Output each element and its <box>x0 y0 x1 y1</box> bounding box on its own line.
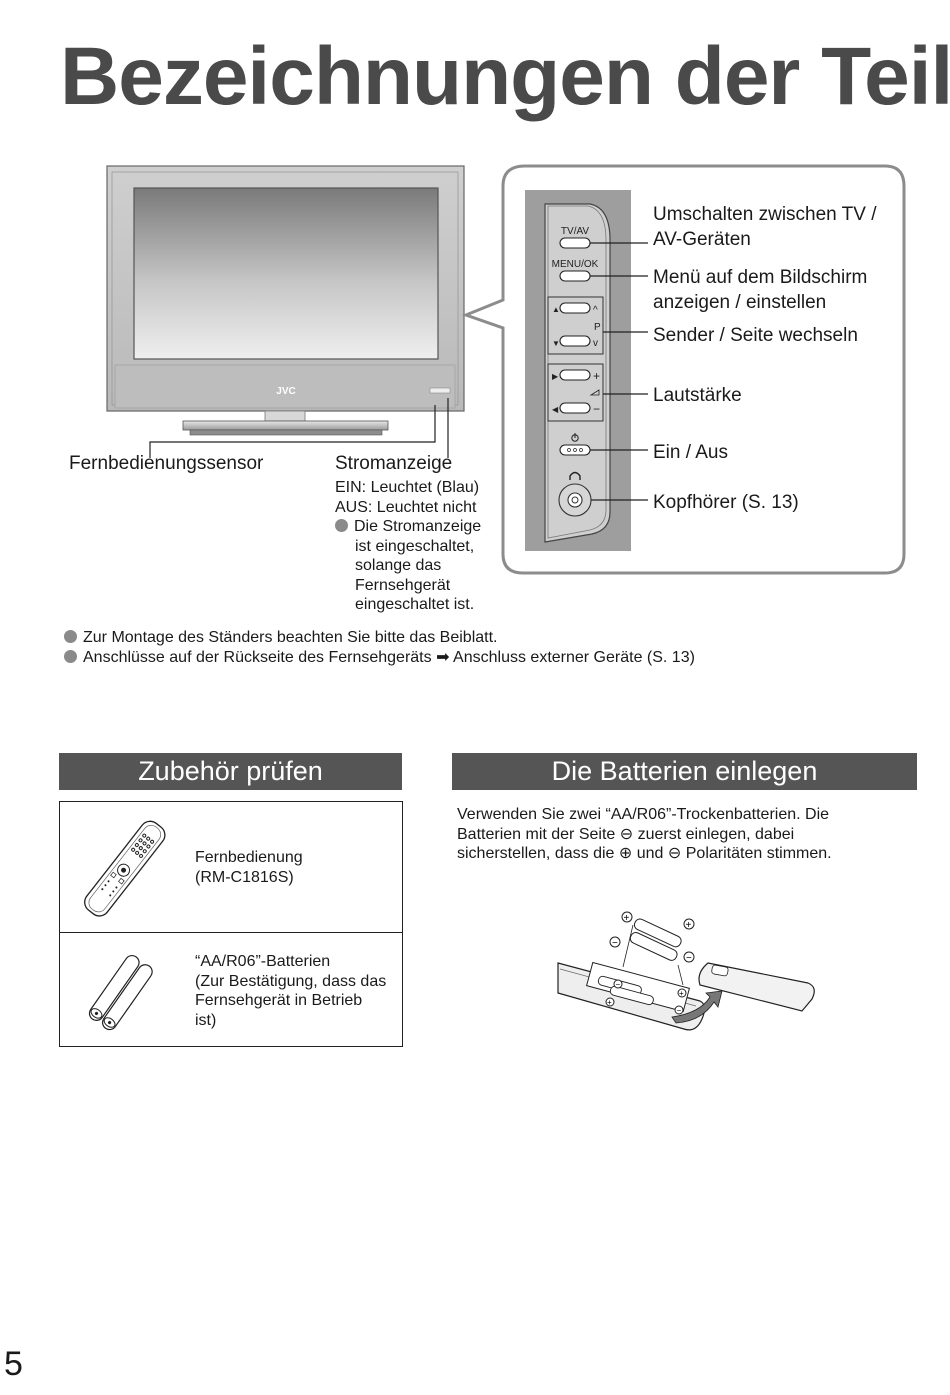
tvav-button <box>559 237 591 249</box>
volume-up-button <box>559 369 591 381</box>
page-number: 5 <box>4 1345 23 1383</box>
svg-text:−: − <box>677 1006 682 1015</box>
accessory-remote-text: Fernbedienung (RM-C1816S) <box>195 849 303 886</box>
volume-label: Lautstärke <box>653 385 742 406</box>
accessories-table: Fernbedienung (RM-C1816S) “AA/R06”-Batte… <box>59 801 403 1047</box>
tv-illustration: JVC <box>106 165 465 458</box>
power-indicator-title: Stromanzeige <box>335 453 453 474</box>
bullet-icon <box>64 650 77 663</box>
menu-label: Menü auf dem Bildschirm anzeigen / einst… <box>653 267 868 313</box>
battery-insertion-illustration: − + + − + − + − <box>557 911 815 1031</box>
program-down-button <box>559 335 591 347</box>
page-title: Bezeichnungen der Teile <box>60 31 950 122</box>
svg-text:+: + <box>686 920 692 931</box>
power-button <box>559 444 591 456</box>
menuok-button-label: MENU/OK <box>552 259 599 270</box>
power-label: Ein / Aus <box>653 442 728 463</box>
tvav-label: Umschalten zwischen TV / AV-Geräten <box>653 204 877 250</box>
svg-text:◀: ◀ <box>552 405 559 414</box>
svg-text:−: − <box>612 938 618 949</box>
volume-down-button <box>559 402 591 414</box>
svg-text:v: v <box>593 338 598 349</box>
minus-pole-icon: ⊖ <box>667 845 682 862</box>
jvc-logo: JVC <box>276 386 295 397</box>
insert-arrow-icon <box>671 990 723 1024</box>
svg-text:−: − <box>686 953 692 964</box>
arrow-right-icon: ➡ <box>436 649 450 666</box>
svg-text:−: − <box>616 980 621 989</box>
bullet-icon <box>335 519 348 532</box>
svg-text:−: − <box>593 402 600 416</box>
power-indicator-light <box>429 387 451 394</box>
svg-text:+: + <box>679 989 684 998</box>
program-up-button <box>559 302 591 314</box>
power-indicator-off: AUS: Leuchtet nicht <box>335 499 477 516</box>
accessories-header: Zubehör prüfen <box>59 753 402 790</box>
svg-text:▶: ▶ <box>552 372 559 381</box>
batteries-icon <box>88 954 153 1031</box>
headphones-icon <box>569 471 581 480</box>
svg-text:+: + <box>624 913 630 924</box>
svg-text:+: + <box>607 998 612 1007</box>
bullet-icon <box>64 630 77 643</box>
batteries-instructions: Verwenden Sie zwei “AA/R06”-Trockenbatte… <box>457 806 832 862</box>
power-indicator-on: EIN: Leuchtet (Blau) <box>335 479 480 496</box>
note-stand: Zur Montage des Ständers beachten Sie bi… <box>64 628 497 648</box>
note-connections: Anschlüsse auf der Rückseite des Fernseh… <box>64 648 695 668</box>
menuok-button <box>559 270 591 282</box>
remote-sensor-label: Fernbedienungssensor <box>69 453 264 474</box>
control-panel-callout: TV/AV MENU/OK ▲ ^ P ▼ v ▶ + ◀ − <box>461 164 906 575</box>
channel-label: Sender / Seite wechseln <box>653 325 858 346</box>
minus-pole-icon: ⊖ <box>619 825 634 843</box>
remote-control-icon <box>84 820 166 917</box>
headphones-label: Kopfhörer (S. 13) <box>653 492 799 513</box>
svg-text:^: ^ <box>593 305 598 316</box>
svg-text:▲: ▲ <box>552 305 560 314</box>
svg-text:+: + <box>593 369 600 383</box>
plus-pole-icon: ⊕ <box>618 845 633 862</box>
svg-text:▼: ▼ <box>552 339 560 348</box>
accessory-batteries-text: “AA/R06”-Batterien (Zur Bestätigung, das… <box>195 953 387 1029</box>
batteries-header: Die Batterien einlegen <box>452 753 917 790</box>
program-label: P <box>594 322 601 333</box>
tvav-button-label: TV/AV <box>561 226 589 237</box>
power-indicator-note: Die Stromanzeige ist eingeschaltet, sola… <box>335 517 481 615</box>
